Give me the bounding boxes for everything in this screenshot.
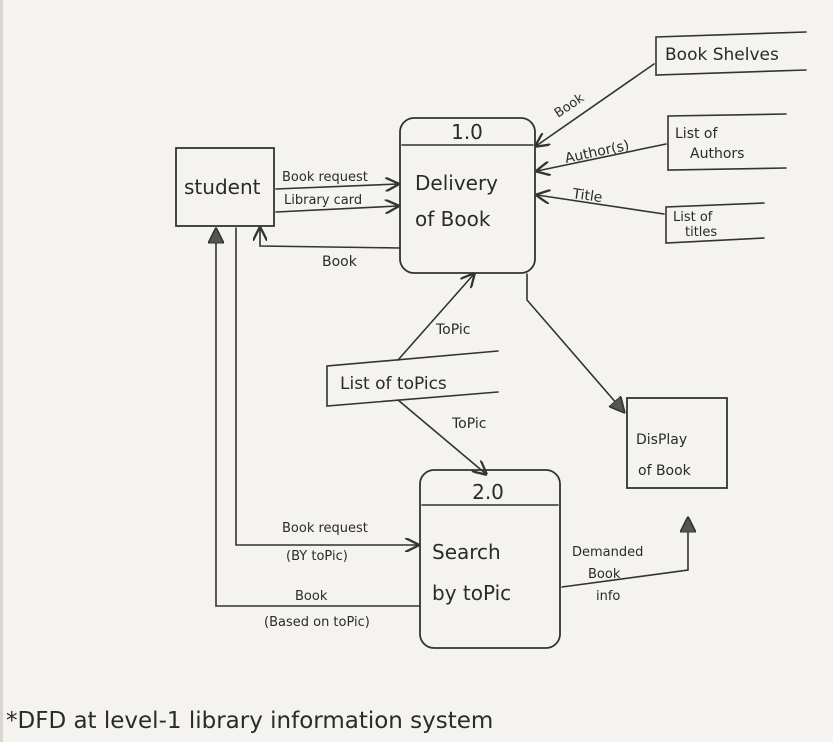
flow-book-request-by-topic: Book request (BY toPic)	[235, 227, 418, 564]
student-entity: student	[175, 147, 275, 227]
process-2-line2: by toPic	[432, 581, 511, 605]
process-1-line2: of Book	[415, 207, 491, 231]
flow-library-card: Library card	[275, 193, 398, 212]
flow-title-label: Title	[570, 186, 603, 206]
flow-demanded-line2: Book	[588, 567, 621, 582]
flow-authors-label: Author(s)	[564, 138, 631, 167]
flow-book-based-on-topic: Book (Based on toPic)	[216, 229, 421, 630]
process-delivery-of-book: 1.0 Delivery of Book	[399, 117, 536, 274]
flow-request-topic-line1: Book request	[282, 521, 368, 536]
flow-book-request: Book request	[275, 170, 398, 189]
process-2-line1: Search	[432, 540, 501, 564]
student-label: student	[184, 175, 261, 199]
datastore-list-of-titles: List of titles	[665, 202, 765, 244]
authors-store-line1: List of	[675, 126, 718, 142]
flow-to-display	[526, 273, 624, 412]
page-edge	[0, 0, 3, 742]
datastore-book-shelves: Book Shelves	[655, 31, 807, 76]
process-2-number: 2.0	[472, 480, 504, 504]
datastore-list-of-authors: List of Authors	[667, 113, 787, 171]
authors-store-line2: Authors	[690, 146, 744, 162]
titles-store-line2: titles	[685, 225, 717, 240]
flow-book-to-student: Book	[260, 228, 401, 270]
process-1-line1: Delivery	[415, 171, 498, 195]
display-of-book-entity: DisPlay of Book	[626, 397, 728, 489]
flow-book-request-label: Book request	[282, 170, 368, 185]
display-line1: DisPlay	[636, 432, 687, 448]
datastore-list-of-topics: List of toPics	[326, 350, 499, 407]
flow-topic-down: ToPic	[397, 399, 486, 474]
flow-book-from-shelves: Book	[536, 63, 655, 146]
flow-demanded-book-info: Demanded Book info	[561, 518, 688, 604]
display-line2: of Book	[638, 463, 692, 479]
flow-topic-down-label: ToPic	[451, 416, 486, 432]
flow-book-shelves-label: Book	[552, 91, 588, 122]
flow-topic-up-label: ToPic	[435, 322, 470, 338]
process-search-by-topic: 2.0 Search by toPic	[419, 469, 561, 649]
flow-book-based-line1: Book	[295, 589, 328, 604]
flow-authors: Author(s)	[537, 138, 667, 171]
flow-topic-up: ToPic	[397, 274, 474, 361]
flow-library-card-label: Library card	[284, 193, 362, 208]
flow-book-to-student-label: Book	[322, 254, 358, 270]
flow-demanded-line3: info	[596, 589, 620, 604]
diagram-caption: *DFD at level-1 library information syst…	[6, 708, 493, 734]
topics-store-label: List of toPics	[340, 374, 447, 394]
flow-book-based-line2: (Based on toPic)	[264, 615, 370, 630]
titles-store-line1: List of	[673, 210, 713, 225]
flow-title: Title	[537, 186, 665, 215]
flow-request-topic-line2: (BY toPic)	[286, 549, 348, 564]
flow-demanded-line1: Demanded	[572, 545, 643, 560]
book-shelves-label: Book Shelves	[665, 45, 779, 65]
process-1-number: 1.0	[451, 120, 483, 144]
